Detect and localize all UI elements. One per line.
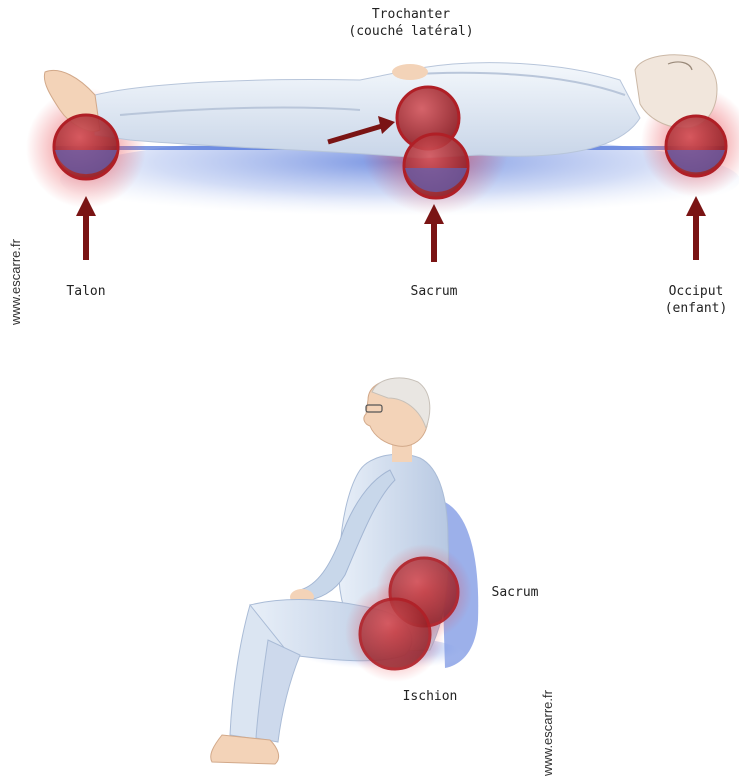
trochanter-label-line2: (couché latéral)	[316, 23, 506, 40]
occiput-arrow	[686, 196, 706, 260]
ischion-label: Ischion	[394, 688, 466, 705]
trochanter-label-line1: Trochanter	[316, 6, 506, 23]
sacrum-sitting-label: Sacrum	[480, 584, 550, 601]
sitting-feet	[211, 735, 279, 764]
trochanter-label: Trochanter (couché latéral)	[316, 6, 506, 40]
watermark-left: www.escarre.fr	[8, 239, 23, 325]
occiput-label-line2: (enfant)	[656, 300, 736, 317]
sitting-ischion-circle	[360, 599, 430, 669]
occiput-label: Occiput (enfant)	[656, 283, 736, 317]
lying-hand	[392, 64, 428, 80]
watermark-right: www.escarre.fr	[540, 690, 555, 776]
occiput-label-line1: Occiput	[656, 283, 736, 300]
sacrum-lying-label: Sacrum	[394, 283, 474, 300]
talon-label: Talon	[56, 283, 116, 300]
